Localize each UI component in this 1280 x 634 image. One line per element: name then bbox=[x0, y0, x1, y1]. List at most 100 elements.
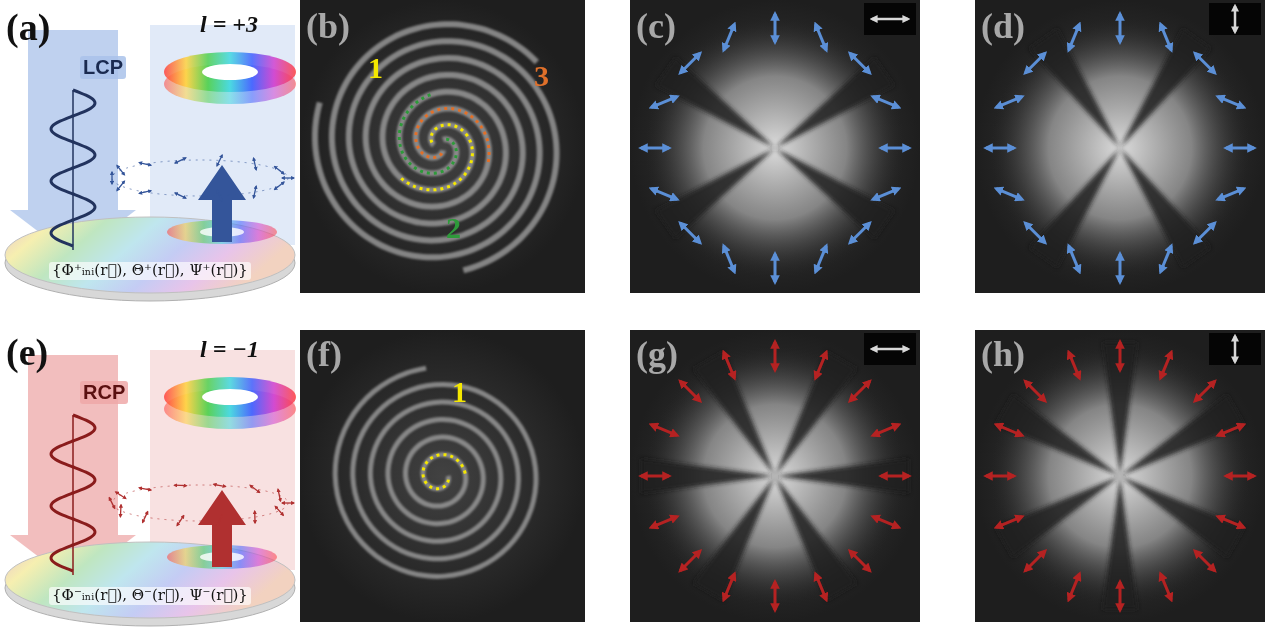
double-arrow bbox=[139, 488, 151, 490]
nodal-wedge bbox=[775, 351, 857, 476]
double-arrow bbox=[214, 484, 226, 486]
nodal-wedge bbox=[1120, 394, 1245, 476]
double-arrow bbox=[117, 181, 124, 190]
polarization-label: LCP bbox=[80, 56, 126, 79]
double-arrow bbox=[117, 165, 124, 174]
double-arrow bbox=[217, 155, 222, 166]
panel-letter: (e) bbox=[6, 333, 48, 373]
polarization-arrows bbox=[641, 342, 909, 610]
double-arrow bbox=[1119, 582, 1122, 610]
polarizer-box bbox=[1209, 3, 1261, 35]
double-arrow bbox=[143, 512, 148, 523]
double-arrow bbox=[1025, 223, 1045, 243]
double-arrow bbox=[1161, 246, 1172, 272]
double-arrow bbox=[850, 381, 870, 401]
double-arrow bbox=[816, 574, 827, 600]
outgoing-beam bbox=[150, 25, 295, 245]
vortex-ring-top bbox=[164, 377, 296, 417]
callout-number: 3 bbox=[534, 60, 549, 92]
nodal-wedge bbox=[655, 148, 775, 239]
nodal-wedge bbox=[775, 458, 909, 493]
double-arrow bbox=[850, 53, 870, 73]
double-arrow bbox=[1119, 14, 1122, 42]
nodal-wedge bbox=[1029, 148, 1120, 268]
nodal-wedge bbox=[775, 148, 895, 239]
callout-number: 1 bbox=[452, 376, 467, 408]
image-panel bbox=[630, 0, 920, 293]
beam-illustration bbox=[5, 25, 296, 301]
double-arrow bbox=[174, 485, 186, 487]
double-arrow bbox=[873, 517, 899, 528]
nodal-wedge bbox=[775, 476, 857, 601]
image-glow bbox=[975, 330, 1265, 622]
double-arrow bbox=[816, 24, 827, 50]
double-arrow bbox=[1218, 189, 1244, 200]
double-arrow bbox=[282, 502, 294, 503]
double-arrow bbox=[680, 551, 700, 571]
polarizer-box bbox=[864, 333, 916, 365]
double-arrow bbox=[217, 190, 222, 201]
image-panel bbox=[975, 0, 1265, 293]
panel-letter: (g) bbox=[636, 336, 678, 374]
dark-nodal-lines bbox=[1029, 28, 1211, 267]
polarization-arrows bbox=[641, 14, 909, 282]
spiral-interference bbox=[315, 24, 557, 270]
image-panel bbox=[975, 330, 1265, 622]
output-arrow bbox=[198, 165, 246, 242]
double-arrow bbox=[816, 352, 827, 378]
spiral-arm bbox=[315, 58, 540, 257]
vortex-ring-hole bbox=[202, 64, 258, 80]
double-arrow bbox=[278, 489, 281, 501]
callout-number: 1 bbox=[368, 52, 383, 84]
double-arrow bbox=[651, 425, 677, 436]
double-arrow bbox=[986, 147, 1014, 150]
double-arrow bbox=[1226, 147, 1254, 150]
double-arrow bbox=[651, 97, 677, 108]
double-arrow bbox=[177, 516, 184, 526]
double-arrow bbox=[774, 14, 777, 42]
nodal-wedge bbox=[995, 394, 1120, 476]
image-glow bbox=[975, 0, 1265, 293]
double-arrow bbox=[139, 163, 151, 166]
dotted-arm-trace bbox=[400, 125, 472, 190]
double-arrow bbox=[1119, 342, 1122, 370]
double-arrow bbox=[724, 574, 735, 600]
double-arrow bbox=[1161, 574, 1172, 600]
double-arrow bbox=[996, 517, 1022, 528]
double-arrow bbox=[1161, 24, 1172, 50]
dark-nodal-lines bbox=[655, 57, 894, 239]
helix-wave bbox=[51, 90, 95, 246]
double-arrow bbox=[996, 97, 1022, 108]
double-arrow bbox=[1025, 53, 1045, 73]
double-arrow bbox=[1195, 381, 1215, 401]
polarization-ring bbox=[112, 485, 288, 521]
topological-charge: l = −1 bbox=[200, 337, 259, 362]
double-arrow bbox=[275, 506, 283, 515]
panel-letter: (c) bbox=[636, 8, 676, 46]
double-arrow bbox=[111, 172, 112, 184]
double-arrow bbox=[250, 485, 260, 492]
double-arrow bbox=[254, 511, 256, 523]
nodal-wedge bbox=[1120, 28, 1211, 148]
double-arrow bbox=[109, 498, 114, 509]
double-arrow bbox=[1226, 475, 1254, 478]
polarization-label: RCP bbox=[80, 381, 128, 404]
polarizer-box bbox=[864, 3, 916, 35]
phase-formula: {Φ⁻ᵢₙᵢ(r⃗), Θ⁻(r⃗), Ψ⁻(r⃗)} bbox=[49, 587, 251, 605]
double-arrow bbox=[641, 475, 669, 478]
image-glow bbox=[630, 0, 920, 293]
output-arrow bbox=[198, 490, 246, 567]
double-arrow bbox=[120, 505, 122, 517]
double-arrow bbox=[680, 223, 700, 243]
double-arrow bbox=[1069, 352, 1080, 378]
double-arrow bbox=[816, 246, 827, 272]
spiral-arm bbox=[335, 368, 536, 576]
nodal-wedge bbox=[1029, 28, 1120, 148]
double-arrow bbox=[873, 97, 899, 108]
double-arrow bbox=[1161, 352, 1172, 378]
double-arrow bbox=[881, 147, 909, 150]
spiral-arm bbox=[349, 41, 557, 270]
